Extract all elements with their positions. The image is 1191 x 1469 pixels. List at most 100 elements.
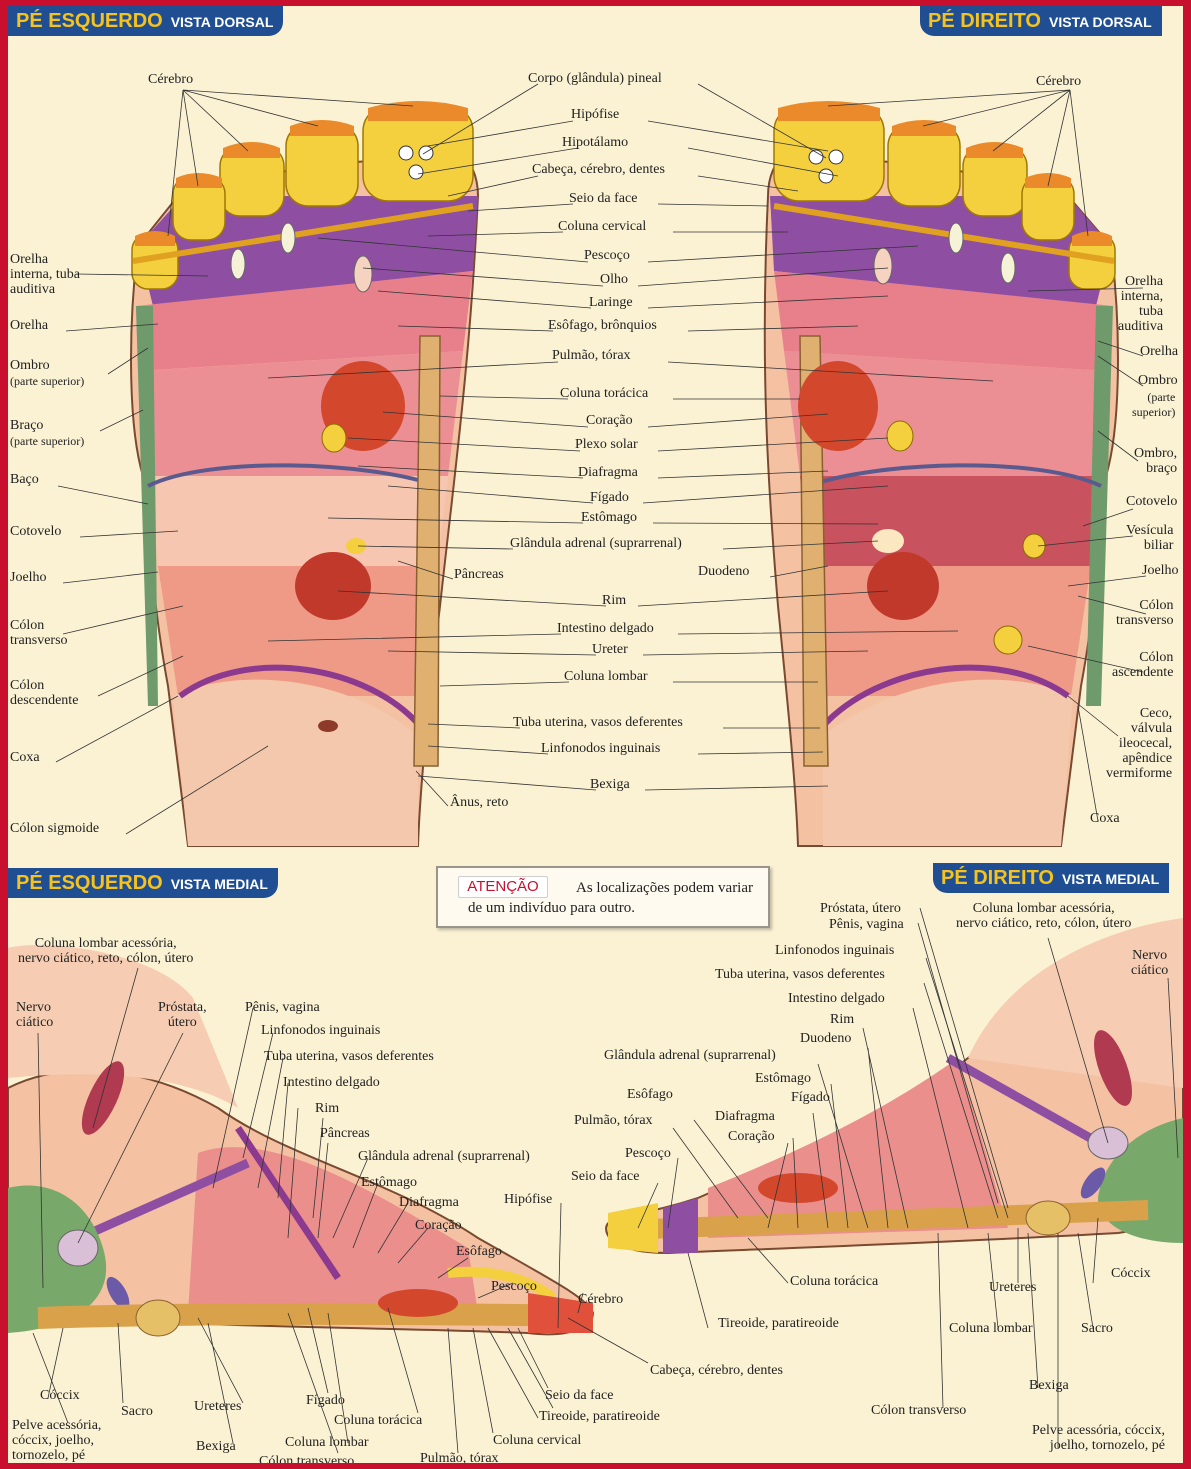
label-adrenal: Glândula adrenal (suprarrenal) [604, 1048, 776, 1063]
label-ombro-parte: (parte superior) [10, 374, 85, 388]
label-seio-face: Seio da face [569, 191, 638, 206]
label-sacro: Sacro [121, 1404, 153, 1419]
title-left-medial: PÉ ESQUERDO VISTA MEDIAL [8, 868, 278, 898]
label-esofago-bronquios: Esôfago, brônquios [548, 318, 657, 333]
label-coluna-lombar: Coluna lombar [285, 1435, 369, 1450]
title-view: VISTA MEDIAL [170, 876, 268, 892]
label-joelho: Joelho [10, 570, 47, 585]
label-tuba-uterina: Tuba uterina, vasos deferentes [715, 967, 885, 982]
attention-note: ATENÇÃO As localizações podem variar de … [436, 866, 770, 928]
label-nervo-ciatico: Nervo ciático [1131, 948, 1169, 978]
label-rim: Rim [602, 593, 627, 608]
label-coluna-cervical: Coluna cervical [558, 219, 647, 234]
title-view: VISTA DORSAL [170, 14, 274, 30]
label-bexiga: Bexiga [196, 1439, 236, 1454]
label-linfonodos: Linfonodos inguinais [775, 943, 895, 958]
medial-feet-illustration [8, 907, 1183, 1454]
label-rim: Rim [830, 1012, 855, 1027]
label-cotovelo: Cotovelo [1126, 494, 1178, 509]
dorsal-section: PÉ ESQUERDO VISTA DORSAL PÉ DIREITO VIST… [8, 6, 1183, 856]
label-colon-sigmoide: Cólon sigmoide [10, 821, 100, 836]
label-orelha: Orelha [10, 318, 49, 333]
label-pulmao-torax: Pulmão, tórax [420, 1451, 499, 1463]
label-orelha-interna: Orelha interna, tuba auditiva [10, 252, 80, 297]
label-tuba-uterina: Tuba uterina, vasos deferentes [264, 1049, 434, 1064]
label-hipotalamo: Hipotálamo [562, 135, 629, 150]
label-hipofise: Hipófise [504, 1192, 553, 1207]
label-coluna-lombar-acessoria: Coluna lombar acessória, nervo ciático, … [18, 936, 194, 966]
label-diafragma: Diafragma [715, 1109, 775, 1124]
label-penis-vagina: Pênis, vagina [245, 1000, 320, 1015]
label-estomago: Estômago [581, 510, 637, 525]
label-coracao: Coração [586, 413, 633, 428]
label-seio-face: Seio da face [571, 1169, 640, 1184]
label-ombro: Ombro [10, 358, 50, 373]
label-estomago: Estômago [361, 1175, 417, 1190]
label-adrenal: Glândula adrenal (suprarrenal) [358, 1149, 530, 1164]
title-main: PÉ DIREITO [941, 867, 1054, 889]
label-pescoco: Pescoço [625, 1146, 671, 1161]
medial-section: PÉ ESQUERDO VISTA MEDIAL PÉ DIREITO VIST… [8, 858, 1183, 1463]
left-foot-medial-drawing [8, 945, 595, 1337]
title-left-dorsal: PÉ ESQUERDO VISTA DORSAL [8, 6, 284, 36]
label-tireoide: Tireoide, paratireoide [718, 1316, 839, 1331]
label-esofago: Esôfago [627, 1087, 673, 1102]
title-right-dorsal: PÉ DIREITO VISTA DORSAL [920, 6, 1162, 36]
label-pelve: Pelve acessória, cóccix, joelho, tornoze… [1032, 1423, 1165, 1453]
label-intestino-delgado: Intestino delgado [788, 991, 885, 1006]
label-diafragma: Diafragma [578, 465, 638, 480]
label-coxa: Coxa [10, 750, 40, 765]
label-hipofise: Hipófise [571, 107, 620, 122]
label-colon-ascendente: Cólon ascendente [1112, 650, 1174, 680]
label-prostata-utero: Próstata, útero [158, 1000, 207, 1030]
label-pulmao-torax: Pulmão, tórax [552, 348, 631, 363]
title-view: VISTA MEDIAL [1062, 871, 1160, 887]
label-cabeca: Cabeça, cérebro, dentes [650, 1363, 783, 1378]
label-plexo-solar: Plexo solar [575, 437, 638, 452]
right-foot-dorsal-drawing [763, 101, 1119, 847]
label-rim: Rim [315, 1101, 340, 1116]
label-cerebro: Cérebro [1036, 74, 1082, 89]
dorsal-feet-illustration [55, 83, 1147, 847]
label-ureteres: Ureteres [194, 1399, 242, 1414]
label-ombro: Ombro [1138, 373, 1178, 388]
label-pescoco: Pescoço [491, 1279, 537, 1294]
label-penis-vagina: Pênis, vagina [829, 917, 904, 932]
label-bexiga: Bexiga [590, 777, 630, 792]
label-esofago: Esôfago [456, 1244, 502, 1259]
dorsal-leader-lines [55, 83, 1147, 835]
label-pescoco: Pescoço [584, 248, 630, 263]
label-tireoide: Tireoide, paratireoide [539, 1409, 660, 1424]
label-coluna-cervical: Coluna cervical [493, 1433, 582, 1448]
title-main: PÉ ESQUERDO [16, 872, 163, 894]
label-intestino-delgado: Intestino delgado [557, 621, 654, 636]
label-pancreas: Pâncreas [320, 1126, 370, 1141]
label-diafragma: Diafragma [399, 1195, 459, 1210]
label-coccix: Cóccix [40, 1388, 80, 1403]
label-duodeno: Duodeno [800, 1031, 852, 1046]
label-coluna-toracica: Coluna torácica [560, 386, 649, 401]
label-cotovelo: Cotovelo [10, 524, 62, 539]
label-intestino-delgado: Intestino delgado [283, 1075, 380, 1090]
right-foot-medial-drawing [604, 918, 1183, 1255]
reflexology-chart: PÉ ESQUERDO VISTA DORSAL PÉ DIREITO VIST… [8, 6, 1183, 1463]
label-tuba-uterina: Tuba uterina, vasos deferentes [513, 715, 683, 730]
attention-text: As localizações podem variar de um indiv… [468, 880, 754, 916]
title-main: PÉ DIREITO [928, 10, 1041, 32]
label-pineal: Corpo (glândula) pineal [528, 71, 662, 86]
attention-tag: ATENÇÃO [458, 876, 548, 898]
label-colon-transverso: Cólon transverso [259, 1454, 355, 1463]
label-ureteres: Ureteres [989, 1280, 1037, 1295]
title-view: VISTA DORSAL [1049, 14, 1152, 30]
label-coracao: Coração [728, 1129, 775, 1144]
label-figado: Fígado [306, 1393, 345, 1408]
label-baco: Baço [10, 472, 39, 487]
label-pulmao-torax: Pulmão, tórax [574, 1113, 653, 1128]
label-nervo-ciatico: Nervo ciático [16, 1000, 54, 1030]
label-laringe: Laringe [589, 295, 633, 310]
label-joelho: Joelho [1142, 563, 1179, 578]
label-ombro-parte: (parte superior) [1132, 390, 1176, 419]
label-pelve: Pelve acessória, cóccix, joelho, tornoze… [12, 1418, 102, 1463]
title-right-medial: PÉ DIREITO VISTA MEDIAL [933, 863, 1170, 893]
label-cerebro: Cérebro [578, 1292, 624, 1307]
